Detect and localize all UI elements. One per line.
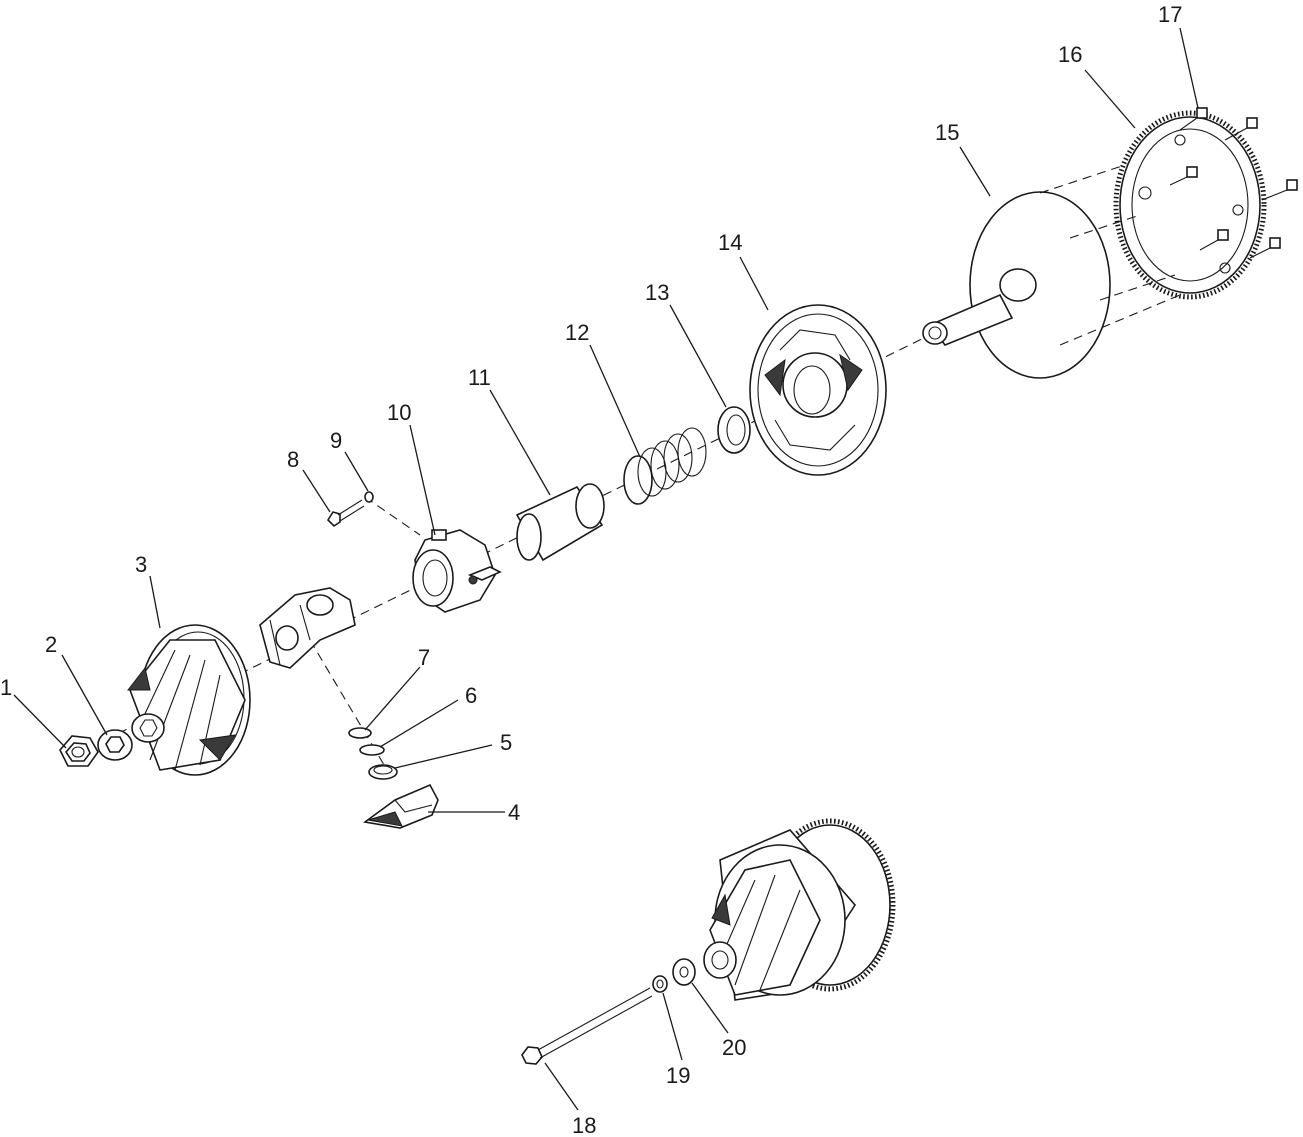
part-15-fixed-sheave xyxy=(922,191,1111,379)
part-10-spider xyxy=(412,529,502,613)
part-1-nut xyxy=(59,735,99,767)
part-17-bolts xyxy=(1169,107,1298,259)
part-18-long-bolt xyxy=(521,987,653,1065)
callout-13: 13 xyxy=(645,280,669,305)
part-11-sleeve xyxy=(515,483,605,562)
callout-4: 4 xyxy=(508,800,520,825)
part-12-spring xyxy=(623,427,707,505)
callout-2: 2 xyxy=(45,632,57,657)
sheave-to-gear-guides xyxy=(1039,164,1181,346)
callout-6: 6 xyxy=(465,683,477,708)
callout-15: 15 xyxy=(935,120,959,145)
part-5-bushing xyxy=(368,764,398,780)
callout-19: 19 xyxy=(666,1063,690,1088)
callout-16: 16 xyxy=(1058,42,1082,67)
part-4-shoe xyxy=(363,783,439,829)
part-9-washer xyxy=(364,491,374,503)
callout-labels: 1 2 3 4 5 6 7 8 9 10 11 12 13 14 15 16 1… xyxy=(0,2,1182,1137)
callout-12: 12 xyxy=(565,320,589,345)
callout-5: 5 xyxy=(500,730,512,755)
part-3-cover xyxy=(126,624,251,776)
callout-18: 18 xyxy=(572,1113,596,1137)
callout-9: 9 xyxy=(330,428,342,453)
part-13-ring xyxy=(717,406,751,454)
part-7-ring xyxy=(348,727,372,739)
callout-10: 10 xyxy=(387,400,411,425)
leader-lines xyxy=(13,27,1199,1111)
part-20-washer xyxy=(672,958,696,986)
part-14-sheave xyxy=(749,304,887,476)
callout-11: 11 xyxy=(468,365,491,390)
part-16-ring-gear xyxy=(1113,110,1267,300)
roller-arm xyxy=(259,587,356,669)
callout-17: 17 xyxy=(1158,2,1182,27)
callout-8: 8 xyxy=(287,447,299,472)
callout-14: 14 xyxy=(718,230,742,255)
part-8-bolt xyxy=(326,499,365,528)
part-2-washer xyxy=(97,729,133,761)
assembled-clutch xyxy=(703,818,896,1001)
callout-1: 1 xyxy=(0,675,12,700)
callout-3: 3 xyxy=(135,552,147,577)
part-6-washer xyxy=(359,744,385,756)
part-19-lock-washer xyxy=(652,975,668,993)
callout-7: 7 xyxy=(418,645,430,670)
callout-20: 20 xyxy=(722,1035,746,1060)
